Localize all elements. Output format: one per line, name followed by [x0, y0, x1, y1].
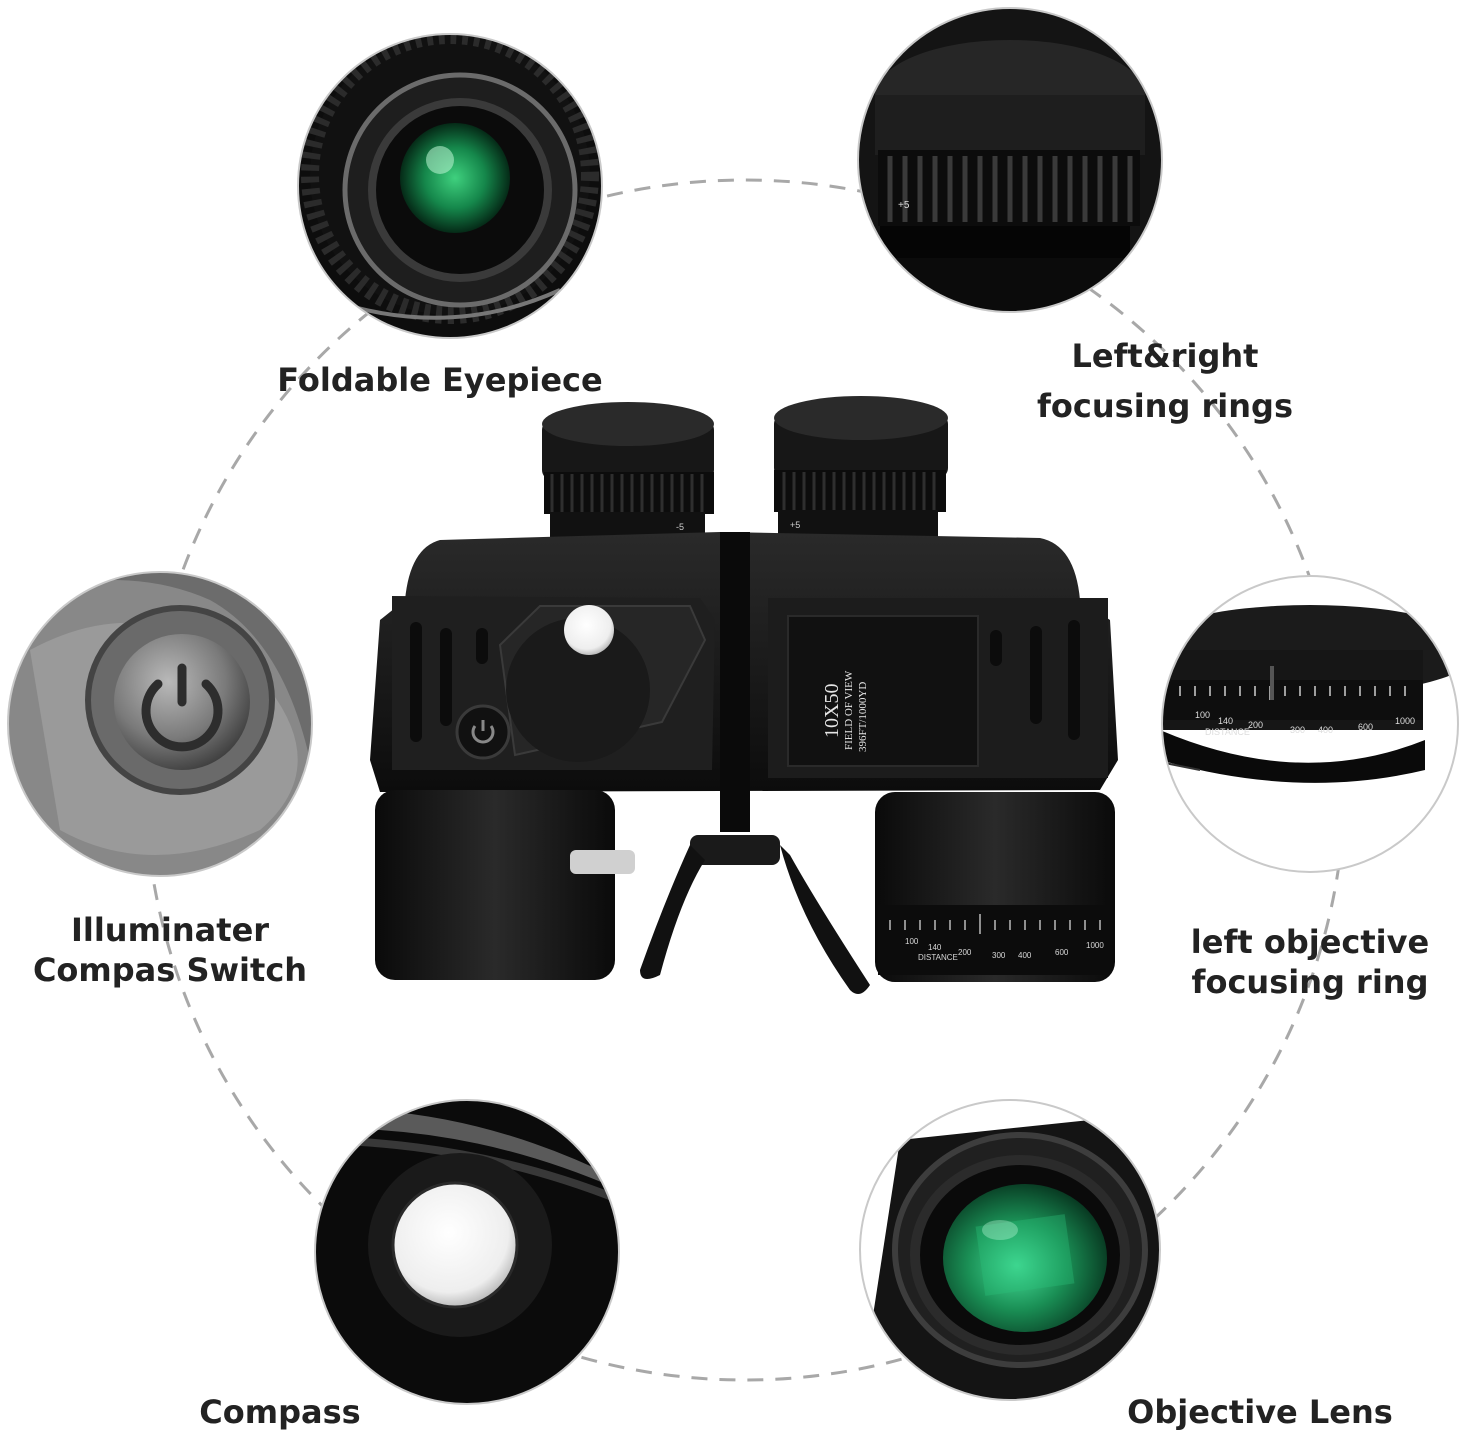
- fov-text-1: FIELD OF VIEW: [843, 670, 855, 750]
- focusing-ring-zoom: [858, 8, 1162, 312]
- eyepiece-zoom: [298, 34, 602, 338]
- label-focusing-rings-line2: focusing rings: [1037, 387, 1293, 425]
- binocular-body: [370, 396, 1118, 994]
- compass-zoom: [315, 1100, 619, 1404]
- label-objective-lens: Objective Lens: [1100, 1392, 1420, 1432]
- objective-lens-zoom: [860, 1100, 1160, 1400]
- label-foldable-eyepiece: Foldable Eyepiece: [230, 360, 650, 400]
- zoom-tick-400: 400: [1318, 725, 1333, 735]
- left-eyecup: [542, 402, 714, 540]
- right-eyecup: [774, 396, 948, 540]
- label-compass-switch: Illuminater Compas Switch: [0, 910, 340, 990]
- zoom-tick-140: 140: [1218, 716, 1233, 726]
- tick-600: 600: [1055, 948, 1069, 957]
- diopter-plus: +5: [790, 520, 800, 530]
- tick-200: 200: [958, 948, 972, 957]
- label-objective-ring-line1: left objective: [1190, 923, 1430, 961]
- zoom-tick-300: 300: [1290, 725, 1305, 735]
- zoom-tick-1000: 1000: [1395, 716, 1415, 726]
- model-text: 10X50: [821, 684, 843, 738]
- label-foldable-eyepiece-text: Foldable Eyepiece: [277, 361, 603, 399]
- tick-140: 140: [928, 943, 942, 952]
- diopter-marks: -5 +5: [676, 520, 800, 532]
- zoom-tick-100: 100: [1195, 710, 1210, 720]
- diopter-minus: -5: [676, 522, 684, 532]
- label-compass: Compass: [150, 1392, 410, 1432]
- zoom-tick-600: 600: [1358, 722, 1373, 732]
- label-objective-ring: left objective focusing ring: [1160, 922, 1460, 1002]
- label-objective-ring-line2: focusing ring: [1191, 963, 1429, 1001]
- distance-scale: DISTANCE 100 140 200 300 400 600 1000: [905, 937, 1104, 962]
- objective-ring-zoom: [1162, 576, 1458, 872]
- switch-zoom: [8, 572, 312, 876]
- label-objective-lens-text: Objective Lens: [1127, 1393, 1393, 1431]
- label-focusing-rings-line1: Left&right: [1071, 337, 1259, 375]
- label-focusing-rings: Left&right focusing rings: [990, 336, 1340, 426]
- fov-text-2: 396FT/1000YD: [857, 682, 869, 752]
- label-compass-text: Compass: [199, 1393, 361, 1431]
- distance-label: DISTANCE: [918, 953, 958, 962]
- tick-100: 100: [905, 937, 919, 946]
- zoom-tick-200: 200: [1248, 720, 1263, 730]
- tick-1000: 1000: [1086, 941, 1104, 950]
- ring-diopter-mark: +5: [898, 200, 910, 211]
- label-compass-switch-line2: Compas Switch: [32, 951, 308, 989]
- zoom-distance-ticks: 100 140 200 300 400 600 1000: [1195, 710, 1415, 735]
- tick-300: 300: [992, 951, 1006, 960]
- tick-400: 400: [1018, 951, 1032, 960]
- zoom-distance-label: DISTANCE: [1205, 727, 1250, 737]
- body-print: 10X50 FIELD OF VIEW 396FT/1000YD: [821, 670, 869, 752]
- label-compass-switch-line1: Illuminater: [70, 911, 270, 949]
